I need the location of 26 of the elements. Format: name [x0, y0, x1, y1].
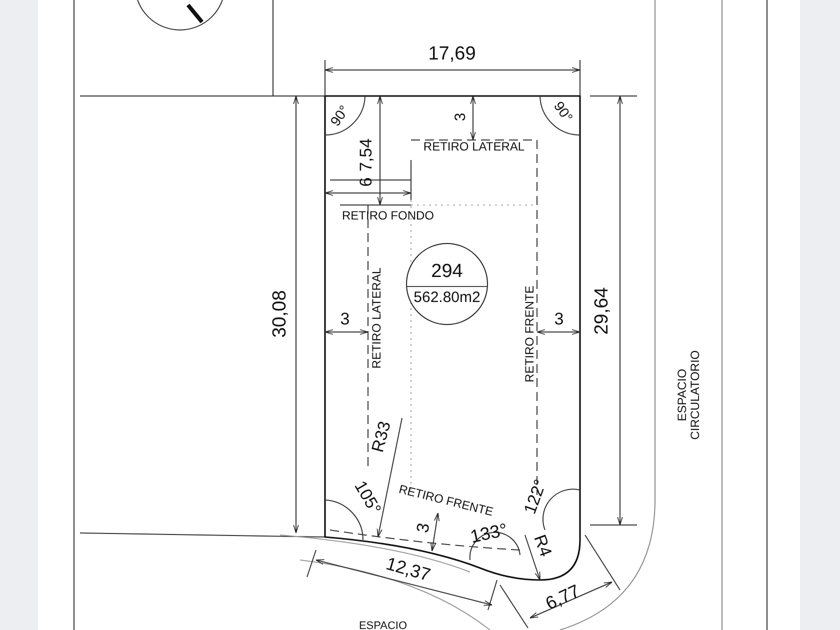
plan-label: 122° — [521, 477, 551, 517]
plan-label: 17,69 — [428, 44, 476, 66]
plan-label: 30,08 — [270, 290, 292, 338]
plan-label: RETIRO FRENTE — [398, 482, 494, 520]
plan-label: RETIRO FONDO — [342, 209, 434, 223]
plan-label: ESPACIO CIRCULATORIO — [676, 350, 702, 440]
plan-label: 133° — [468, 520, 510, 548]
plan-label: ESPACIO — [358, 620, 408, 630]
plan-label: 6 — [358, 177, 376, 187]
plan-label: 3 — [340, 310, 350, 330]
lot-area: 562.80m2 — [414, 286, 480, 309]
plan-label: RETIRO LATERAL — [423, 140, 525, 154]
plan-label: R33 — [368, 420, 396, 454]
plan-label: RETIRO LATERAL — [370, 267, 384, 369]
plan-label: 3 — [554, 310, 564, 330]
plan-label: 90° — [328, 102, 352, 130]
plan-label: 3 — [452, 112, 470, 122]
plan-label: 90° — [550, 98, 576, 126]
plan-label: 3 — [414, 522, 434, 534]
plan-label: 6,77 — [542, 582, 584, 614]
plan-label: 7,54 — [358, 138, 376, 172]
plan-label: 12,37 — [384, 554, 432, 586]
plan-label: R4 — [530, 532, 554, 560]
plan-label: 29,64 — [592, 287, 614, 335]
plan-label: RETIRO FRENTE — [523, 286, 537, 382]
lot-number: 294 — [431, 260, 463, 284]
